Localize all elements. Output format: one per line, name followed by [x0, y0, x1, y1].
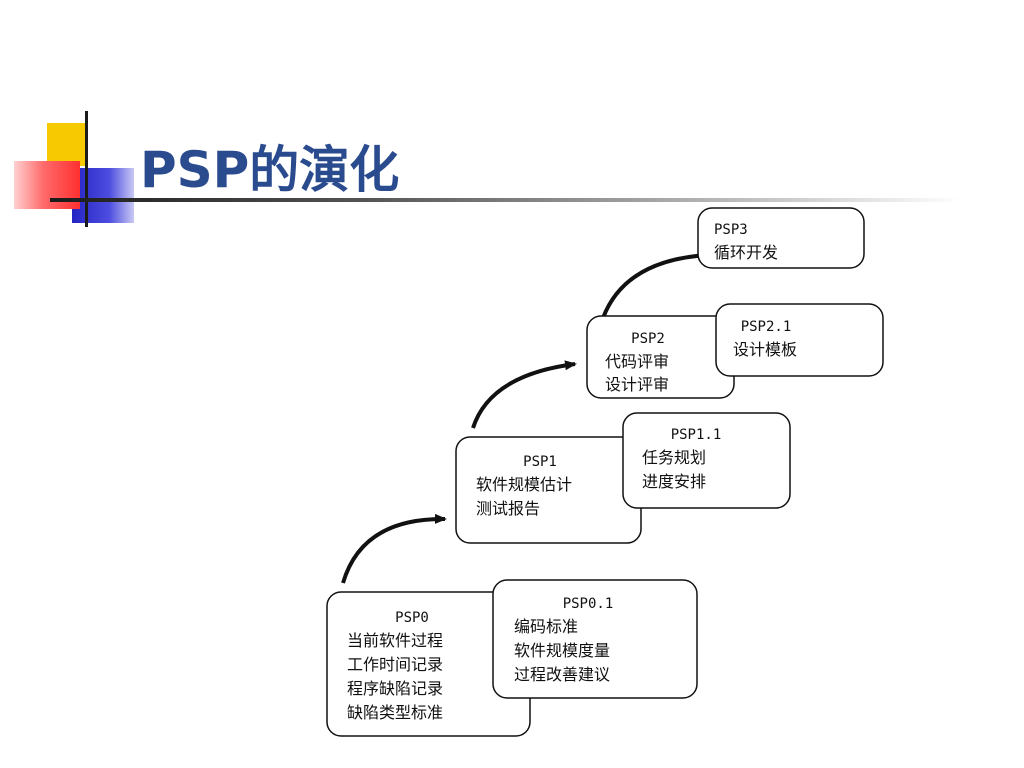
page-title: PSP的演化	[140, 141, 400, 199]
psp1-heading: PSP1	[523, 454, 557, 470]
psp0-line-4: 缺陷类型标准	[347, 703, 443, 722]
psp21-line-1: 设计模板	[733, 340, 797, 359]
psp11-heading: PSP1.1	[671, 427, 722, 443]
psp0-line-1: 当前软件过程	[347, 631, 443, 650]
title-rule	[50, 198, 960, 202]
psp1-line-1: 软件规模估计	[476, 475, 572, 494]
deco-vertical-line	[85, 111, 88, 227]
box-psp1-1: PSP1.1 任务规划 进度安排	[622, 412, 791, 509]
psp11-line-2: 进度安排	[642, 472, 706, 491]
deco-yellow-square	[47, 123, 87, 166]
psp3-heading: PSP3	[714, 222, 748, 238]
arrow-psp2-to-psp3	[601, 250, 710, 319]
psp01-line-1: 编码标准	[514, 617, 578, 636]
psp0-heading: PSP0	[395, 610, 429, 626]
psp3-line-1: 循环开发	[714, 243, 778, 262]
psp11-line-1: 任务规划	[642, 448, 706, 467]
psp2-line-1: 代码评审	[605, 352, 669, 371]
box-psp2-1: PSP2.1 设计模板	[715, 303, 884, 377]
psp01-line-3: 过程改善建议	[514, 665, 610, 684]
psp01-line-2: 软件规模度量	[514, 641, 610, 660]
box-psp0: PSP0 当前软件过程 工作时间记录 程序缺陷记录 缺陷类型标准	[326, 591, 531, 737]
box-psp0-1: PSP0.1 编码标准 软件规模度量 过程改善建议	[492, 579, 698, 699]
arrow-psp0-to-psp1	[341, 513, 447, 584]
psp01-heading: PSP0.1	[563, 596, 614, 612]
arrow-psp1-to-psp2	[471, 360, 577, 429]
box-psp3: PSP3 循环开发	[697, 207, 865, 269]
psp2-heading: PSP2	[631, 331, 665, 347]
psp21-heading: PSP2.1	[741, 319, 792, 335]
box-psp2: PSP2 代码评审 设计评审	[586, 315, 735, 399]
deco-blue-square	[72, 168, 134, 223]
box-psp1: PSP1 软件规模估计 测试报告	[455, 436, 642, 544]
psp1-line-2: 测试报告	[476, 499, 540, 518]
psp2-line-2: 设计评审	[605, 375, 669, 394]
psp0-line-3: 程序缺陷记录	[347, 679, 443, 698]
psp0-line-2: 工作时间记录	[347, 655, 443, 674]
